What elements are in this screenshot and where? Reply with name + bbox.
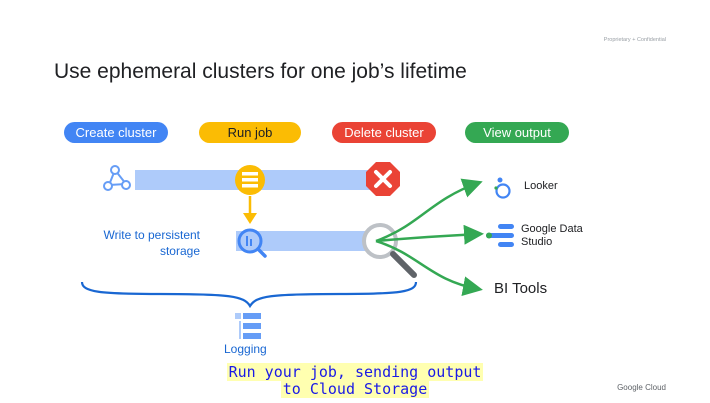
- view-output-pill: View output: [465, 122, 569, 143]
- write-storage-label: Write to persistent storage: [70, 227, 200, 259]
- run-job-pill: Run job: [199, 122, 301, 143]
- logging-icon: [235, 313, 261, 339]
- grouping-brace: [80, 281, 418, 309]
- down-arrow-icon: [243, 196, 257, 224]
- logging-label: Logging: [224, 342, 267, 356]
- write-storage-line2: storage: [159, 244, 200, 258]
- query-magnifier-icon: [362, 223, 417, 278]
- delete-icon: [366, 162, 400, 196]
- storage-bar: [236, 231, 386, 251]
- write-storage-line1: Write to persistent: [103, 228, 200, 242]
- google-cloud-logo: Google Cloud: [617, 383, 666, 392]
- caption: Run your job, sending output to Cloud St…: [0, 363, 710, 398]
- output-arrows: [375, 178, 484, 297]
- delete-cluster-pill: Delete cluster: [332, 122, 436, 143]
- job-icon: [235, 165, 265, 195]
- looker-icon: [494, 177, 511, 199]
- storage-search-icon: [237, 228, 267, 258]
- slide-title: Use ephemeral clusters for one job’s lif…: [54, 60, 467, 83]
- data-studio-icon: [486, 224, 514, 247]
- data-studio-line1: Google Data: [521, 223, 583, 235]
- bi-tools-label: BI Tools: [494, 280, 548, 297]
- caption-line1: Run your job, sending output: [226, 363, 484, 381]
- looker-label: Looker: [524, 180, 558, 192]
- create-cluster-pill: Create cluster: [64, 122, 168, 143]
- confidential-label: Proprietary + Confidential: [603, 37, 666, 43]
- data-studio-line2: Studio: [521, 236, 553, 248]
- data-studio-label: Google Data Studio: [521, 223, 583, 249]
- caption-line2: to Cloud Storage: [280, 380, 430, 398]
- dataproc-icon: [103, 165, 131, 191]
